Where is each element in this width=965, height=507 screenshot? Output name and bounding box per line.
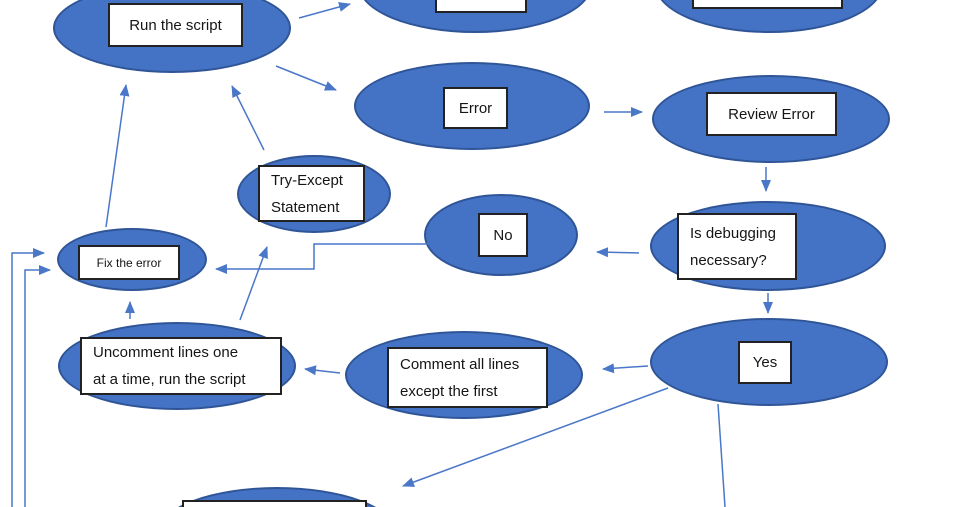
label-no: No: [478, 213, 528, 257]
label-uncomment: Uncomment lines one at a time, run the s…: [80, 337, 282, 395]
label-top-right: [692, 0, 843, 9]
arrow-offscreen-left-inner-to-fix-error: [24, 265, 51, 507]
connector-yes-down-offscreen: [717, 403, 726, 507]
label-review-error: Review Error: [706, 92, 837, 136]
label-try-except: Try-Except Statement: [258, 165, 365, 222]
arrow-fix-error-to-run-script: [105, 84, 130, 228]
label-run-script: Run the script: [108, 3, 243, 47]
label-top-middle: [435, 0, 527, 13]
label-bottom: [182, 500, 367, 507]
arrow-uncomment-to-try-except: [239, 246, 268, 321]
arrow-yes-to-bottom-node: [402, 387, 669, 487]
label-fix-error: Fix the error: [78, 245, 180, 280]
arrow-offscreen-left-outer-to-fix-error: [11, 248, 45, 507]
label-comment-all: Comment all lines except the first: [387, 347, 548, 408]
label-error: Error: [443, 87, 508, 129]
arrow-no-to-fix-error: [215, 243, 429, 274]
label-is-debugging: Is debugging necessary?: [677, 213, 797, 280]
label-yes: Yes: [738, 341, 792, 384]
arrow-run-script-to-top-middle: [298, 2, 351, 19]
arrow-is-debugging-to-no: [596, 247, 640, 258]
arrow-try-except-to-run-script: [231, 85, 265, 151]
arrow-comment-all-to-uncomment: [304, 365, 341, 376]
arrow-run-script-to-error: [275, 65, 337, 91]
arrow-yes-to-comment-all: [602, 363, 649, 374]
